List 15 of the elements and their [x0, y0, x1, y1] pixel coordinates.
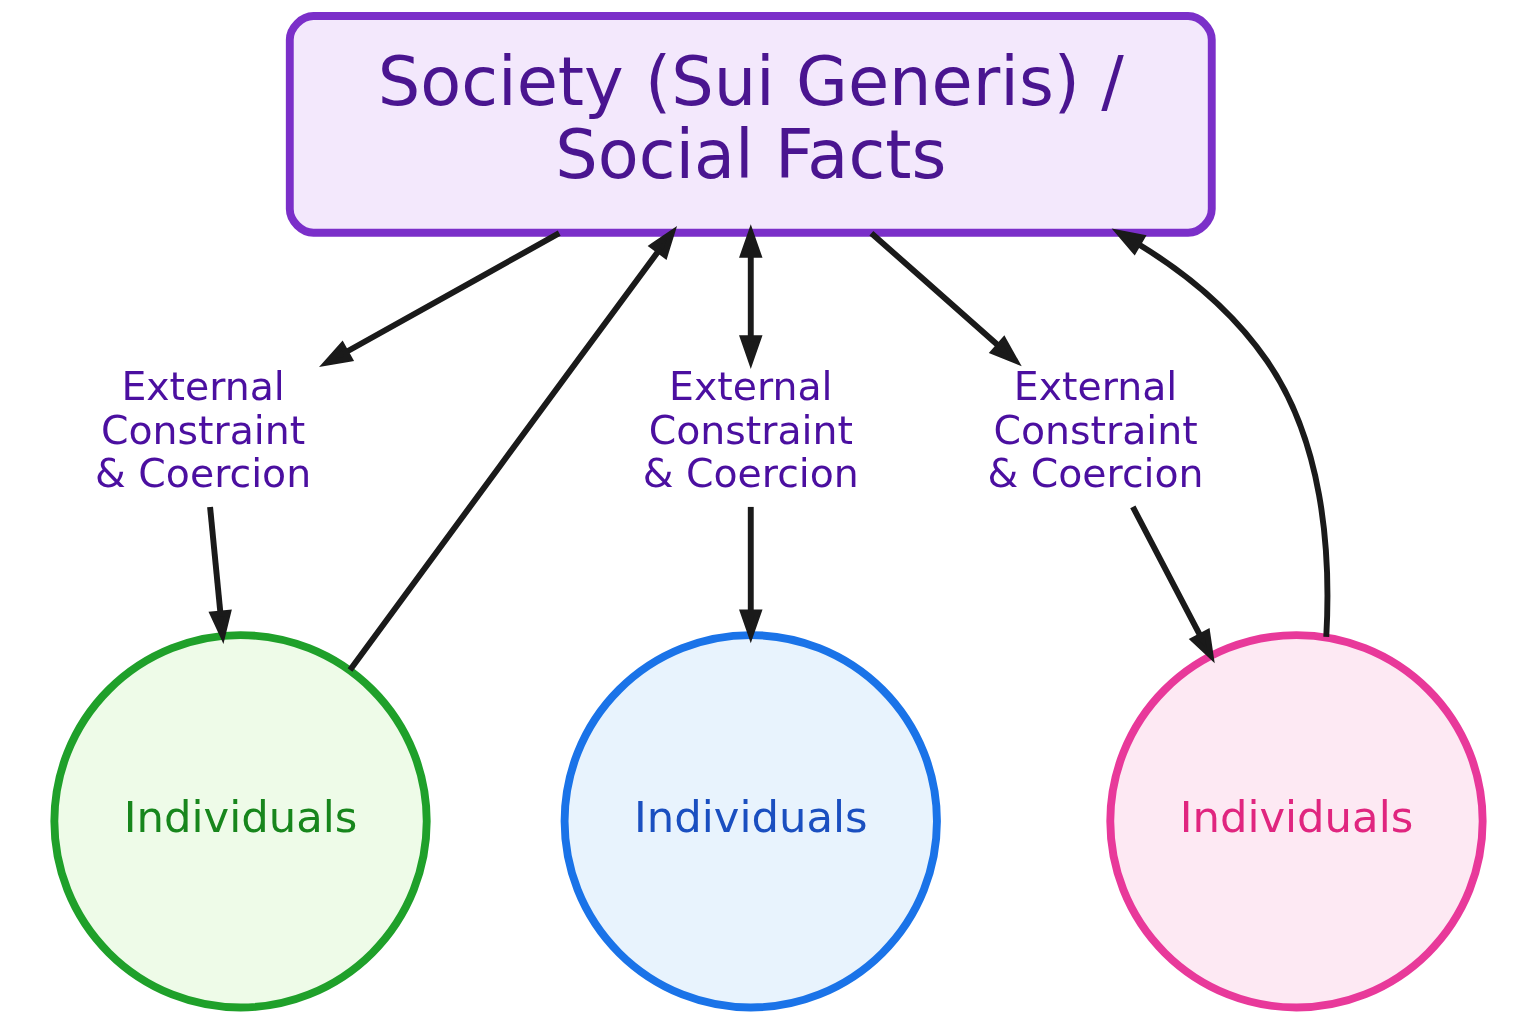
node-text: External Constraint & Coercion [94, 363, 311, 496]
arrow [738, 224, 762, 369]
arrow [1111, 228, 1330, 638]
node-circle: Individuals [1105, 631, 1487, 1012]
arrow [868, 230, 1022, 367]
arrow [738, 506, 762, 644]
node-circle: Individuals [49, 631, 431, 1012]
node-text: External Constraint & Coercion [642, 363, 859, 496]
arrow [347, 225, 677, 672]
arrow [206, 506, 232, 644]
node-circle: Individuals [560, 631, 941, 1012]
node-text: External Constraint & Coercion [986, 363, 1204, 496]
arrow [318, 230, 561, 368]
arrow [1129, 505, 1215, 664]
node-box: Society (Sui Generis) / Social Facts [285, 12, 1216, 237]
